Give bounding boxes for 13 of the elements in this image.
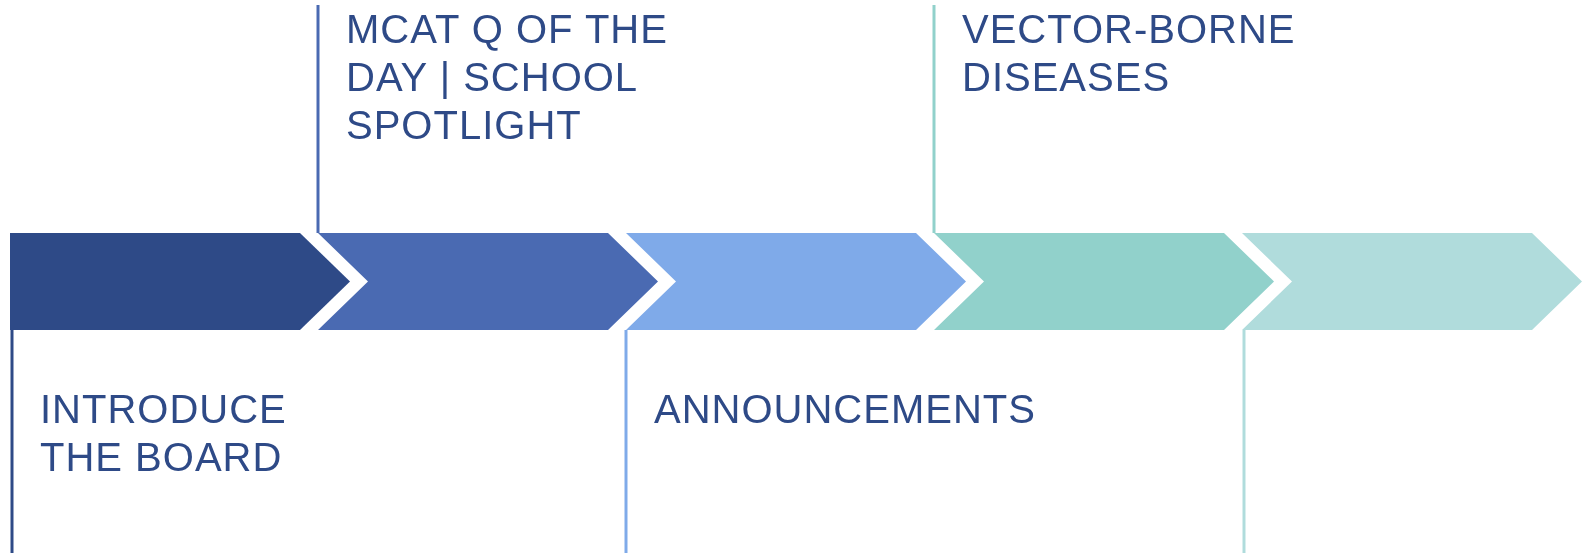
chevron-step xyxy=(318,233,658,330)
chevron-step xyxy=(626,233,966,330)
step-label: VECTOR-BORNE DISEASES xyxy=(932,5,1352,233)
step-label: ANNOUNCEMENTS xyxy=(624,330,1194,553)
leader-line xyxy=(10,330,14,388)
chevron-step xyxy=(1242,233,1582,330)
leader-line xyxy=(316,5,320,233)
step-label: INTRODUCE THE BOARD xyxy=(10,330,330,553)
leader-line xyxy=(932,5,936,233)
leader-line xyxy=(624,330,628,388)
chevron-step xyxy=(10,233,350,330)
chevron-step xyxy=(934,233,1274,330)
step-label: MCAT Q OF THE DAY | SCHOOL SPOTLIGHT xyxy=(316,5,736,233)
